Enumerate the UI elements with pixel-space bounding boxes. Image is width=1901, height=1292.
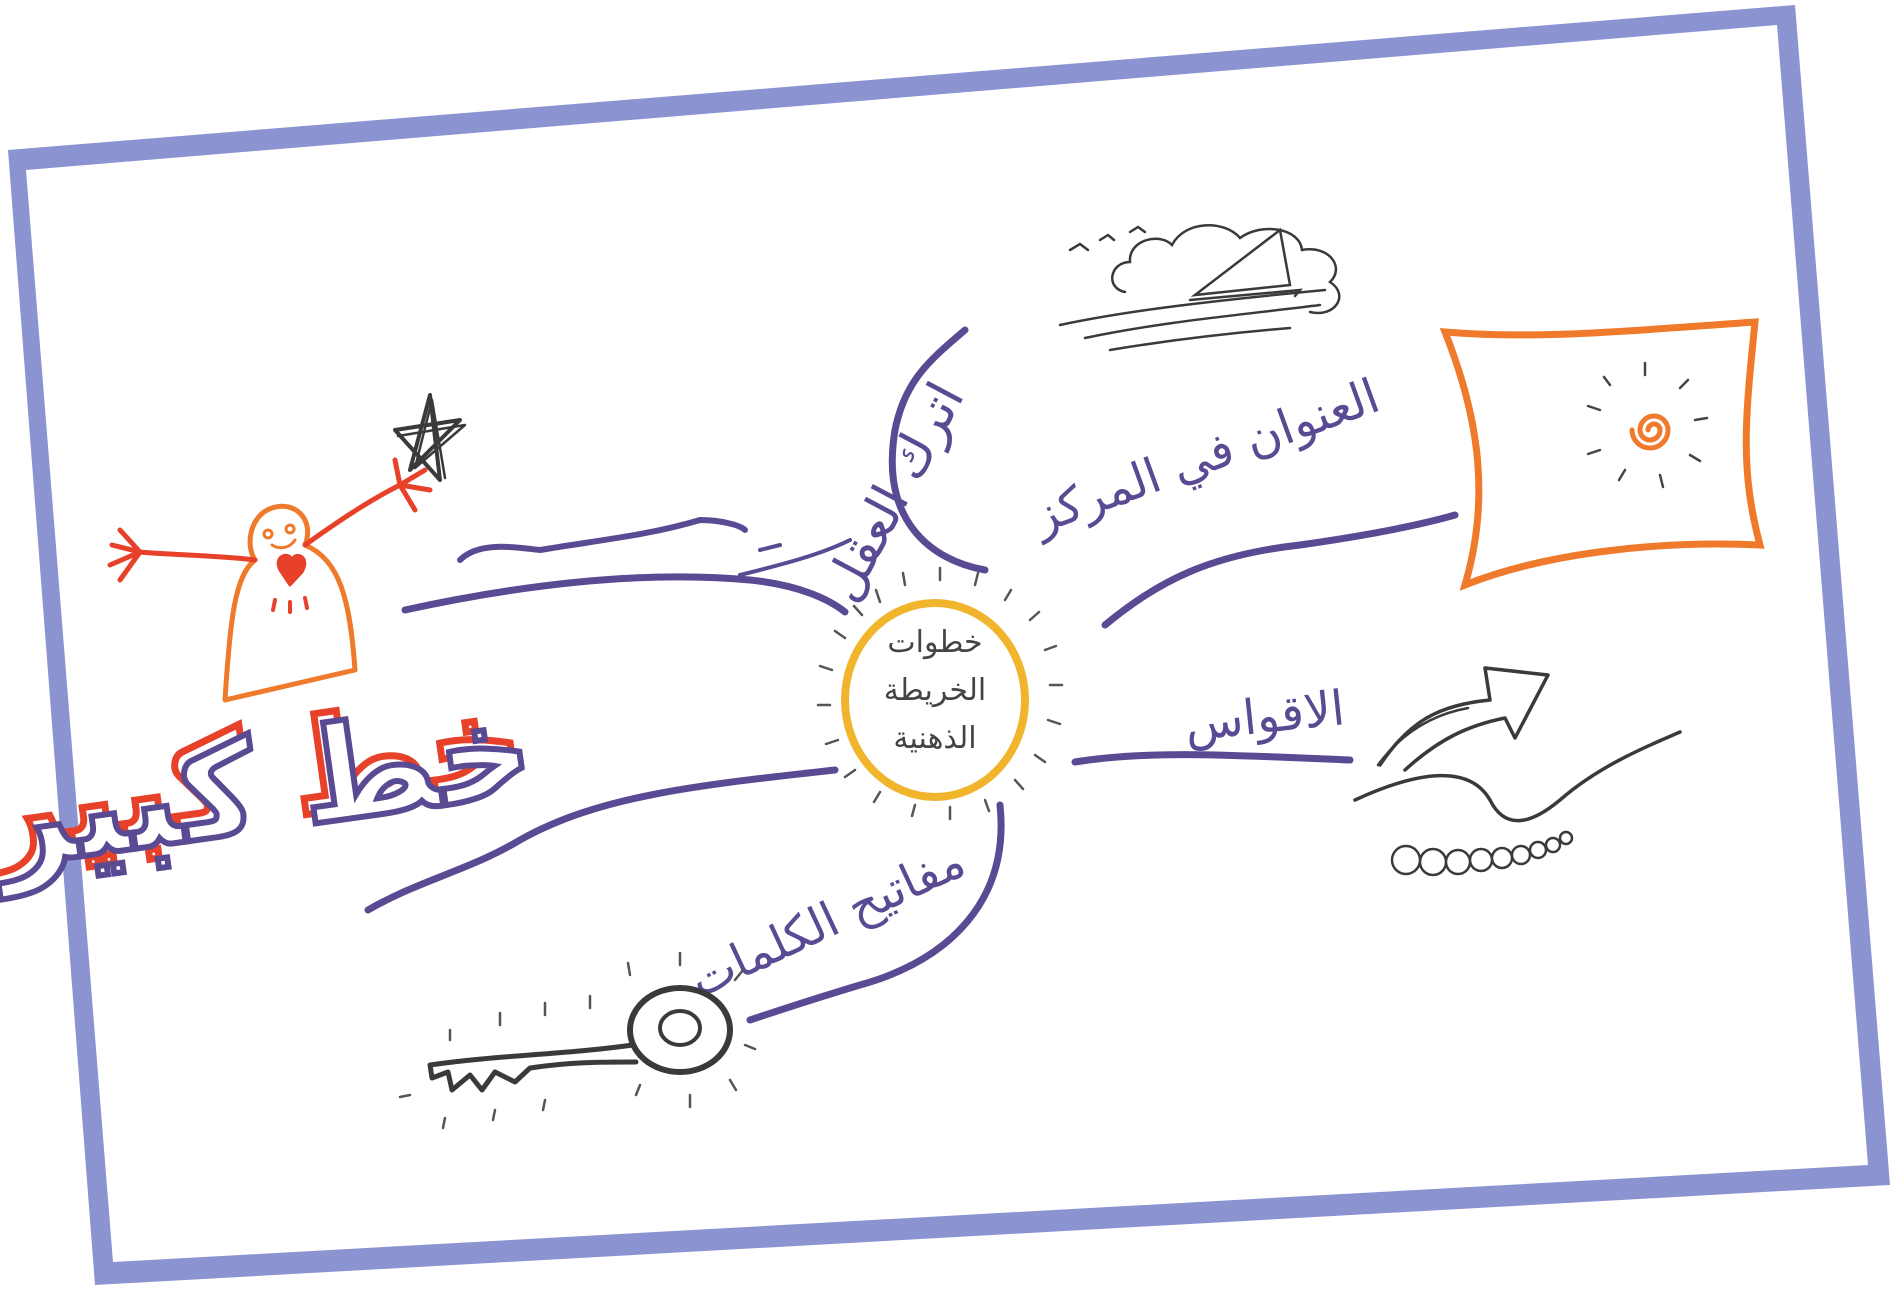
center-line-1: خطوات: [887, 625, 982, 660]
center-line-3: الذهنية: [893, 721, 976, 756]
center-line-2: الخريطة: [884, 673, 986, 708]
